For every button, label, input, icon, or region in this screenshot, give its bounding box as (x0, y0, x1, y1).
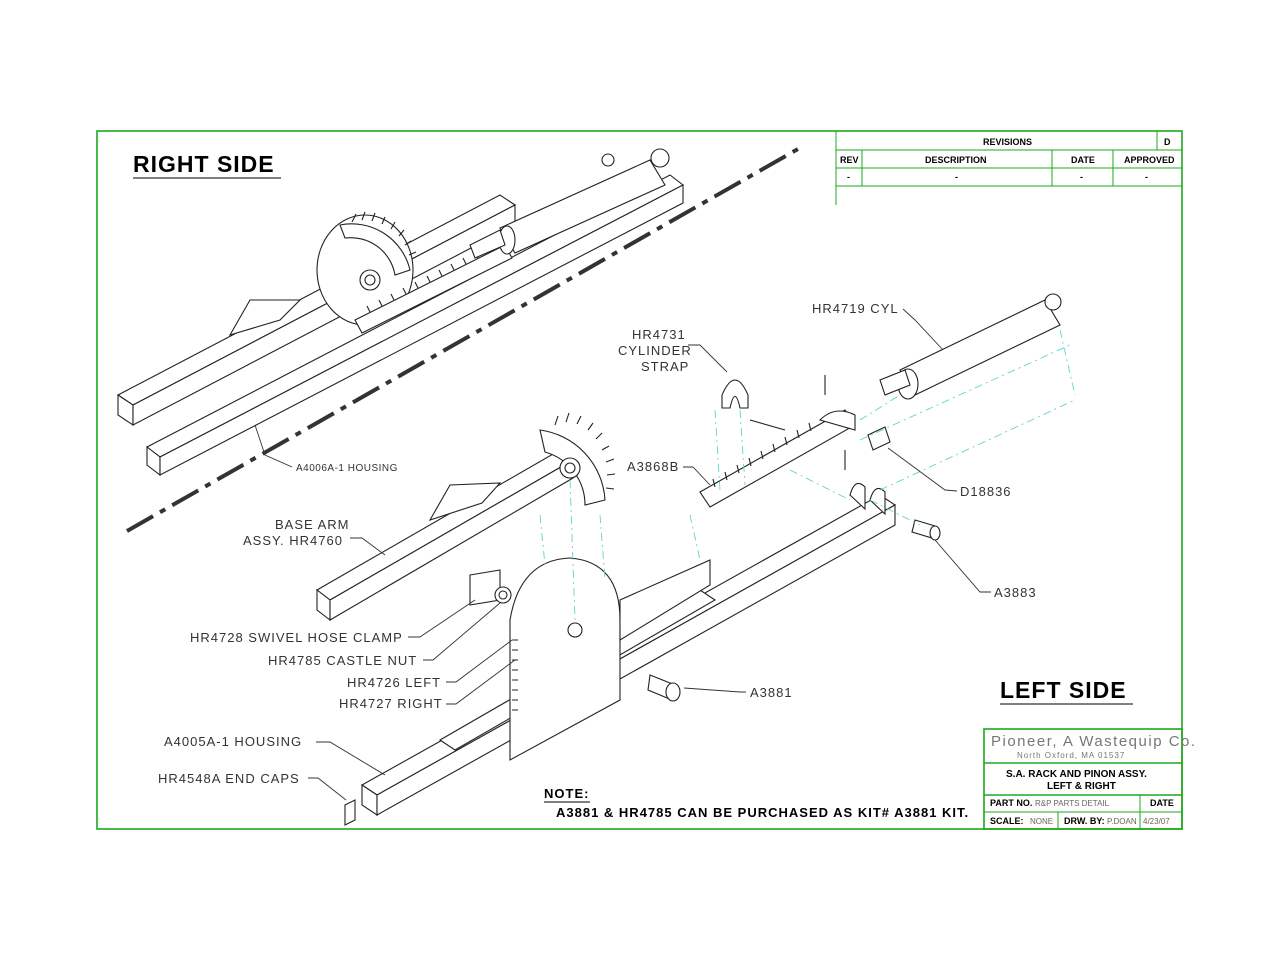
sheet-border (96, 130, 1183, 830)
scale-value: NONE (1030, 817, 1053, 826)
revisions-row-approved: - (1145, 172, 1148, 182)
part-no-label: PART NO. (990, 798, 1032, 808)
revisions-letter: D (1164, 137, 1171, 147)
heading-right-side: RIGHT SIDE (133, 151, 275, 177)
callout-strap-line2: CYLINDER (618, 343, 692, 358)
company-location: North Oxford, MA 01537 (1017, 751, 1125, 760)
callout-a4006a-housing: A4006A-1 HOUSING (296, 463, 398, 474)
section-divider (126, 147, 799, 533)
revisions-row-description: - (955, 172, 958, 182)
heading-left-side: LEFT SIDE (1000, 677, 1127, 703)
callout-a3883: A3883 (994, 585, 1037, 600)
revisions-block: REVISIONS D REV DESCRIPTION DATE APPROVE… (835, 131, 1182, 205)
revisions-row-rev: - (847, 172, 850, 182)
revisions-col-date: DATE (1071, 155, 1095, 165)
callout-swivel-hose-clamp: HR4728 SWIVEL HOSE CLAMP (190, 630, 403, 645)
date-label: DATE (1150, 798, 1174, 808)
note-heading: NOTE: (544, 786, 589, 801)
revisions-col-rev: REV (840, 155, 859, 165)
left-side-assembly (316, 293, 1062, 826)
callout-right-part: HR4727 RIGHT (339, 696, 443, 711)
drawn-by-value: P.DOAN (1107, 817, 1137, 826)
drawn-by-label: DRW. BY: (1064, 816, 1105, 826)
projection-lines (539, 329, 1076, 621)
revisions-row-date: - (1080, 172, 1083, 182)
callout-end-caps: HR4548A END CAPS (158, 771, 300, 786)
callout-base-arm-line1: BASE ARM (275, 517, 349, 532)
callout-d18836: D18836 (960, 484, 1012, 499)
revisions-col-description: DESCRIPTION (925, 155, 987, 165)
part-no-value: R&P PARTS DETAIL (1035, 799, 1110, 808)
callout-a4005a-housing: A4005A-1 HOUSING (164, 734, 302, 749)
revisions-title: REVISIONS (983, 137, 1032, 147)
callout-rack: A3868B (627, 459, 679, 474)
right-side-assembly (116, 148, 685, 477)
callout-base-arm-line2: ASSY. HR4760 (243, 533, 343, 548)
scale-label: SCALE: (990, 816, 1024, 826)
revisions-col-approved: APPROVED (1124, 155, 1175, 165)
callout-a3881: A3881 (750, 685, 793, 700)
drawing-title-line2: LEFT & RIGHT (1047, 781, 1116, 792)
callout-strap-line3: STRAP (641, 359, 689, 374)
callout-castle-nut: HR4785 CASTLE NUT (268, 653, 417, 668)
drawing-title-line1: S.A. RACK AND PINON ASSY. (1006, 769, 1147, 780)
callout-left-part: HR4726 LEFT (347, 675, 441, 690)
callouts: A4006A-1 HOUSING HR4719 CYL HR4731 CYLIN… (158, 301, 1037, 801)
note-text: A3881 & HR4785 CAN BE PURCHASED AS KIT# … (556, 805, 969, 820)
company-name: Pioneer, A Wastequip Co. (991, 733, 1197, 750)
date-value: 4/23/07 (1143, 817, 1170, 826)
callout-cylinder: HR4719 CYL (812, 301, 899, 316)
title-block: Pioneer, A Wastequip Co. North Oxford, M… (983, 728, 1197, 830)
callout-strap-line1: HR4731 (632, 327, 686, 342)
